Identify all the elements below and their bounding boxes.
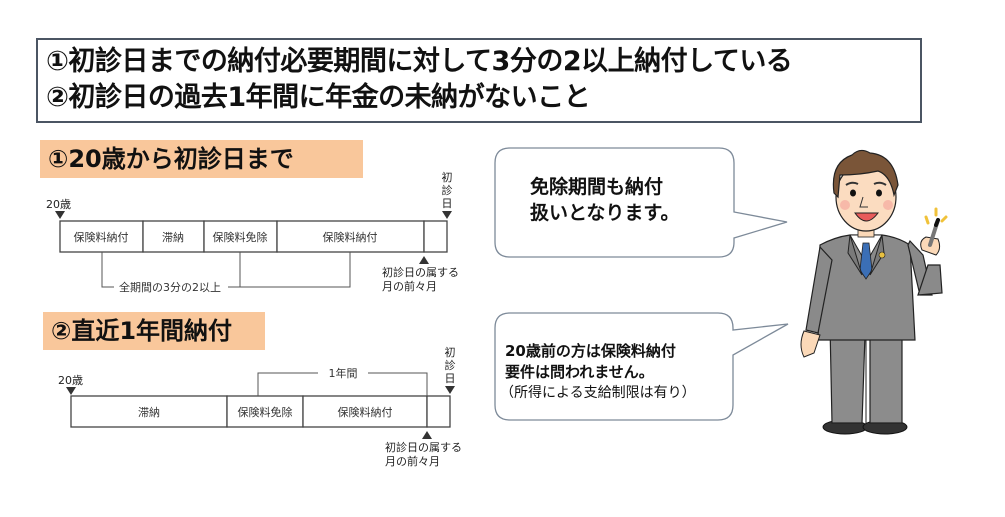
bracket-label: 1年間 (329, 366, 358, 380)
marker-label-line2: 月の前々月 (385, 454, 440, 468)
end-label-char-1: 初 (442, 170, 453, 184)
mouth (854, 212, 880, 222)
start-marker-icon (66, 387, 76, 395)
marker-label-line1: 初診日の属する (385, 440, 462, 454)
timeline-2: 20歳 初 診 日 滞納 保険料免除 保険料納付 1年間 初診日の属する 月の前… (58, 345, 462, 468)
tie (859, 242, 873, 280)
segment-exempt (226, 395, 304, 428)
segment-blank (426, 395, 451, 428)
segment-paid (276, 220, 425, 253)
end-label-char-3: 日 (445, 372, 456, 385)
requirement-2: ②初診日の過去1年間に年金の未納がないこと (46, 82, 591, 113)
start-age-label: 20歳 (46, 198, 71, 211)
bubble2-line1: 20歳前の方は保険料納付 (505, 342, 676, 360)
end-label-char-2: 診 (442, 183, 453, 197)
prior-month-marker-icon (422, 431, 432, 439)
sparkle-icon (924, 207, 948, 225)
end-marker-icon (442, 211, 452, 219)
prior-month-marker-icon (419, 256, 429, 264)
end-label-char-3: 日 (442, 197, 453, 210)
bracket-label: 全期間の3分の2以上 (119, 280, 221, 294)
hair (832, 149, 899, 199)
marker-label-line1: 初診日の属する (382, 265, 459, 279)
segment-label: 滞納 (138, 406, 160, 419)
hand (800, 330, 821, 358)
speech-bubble-1 (494, 147, 788, 258)
end-label-char-1: 初 (445, 345, 456, 359)
section2-header: ②直近1年間納付 (43, 312, 265, 350)
segment-label: 保険料免除 (238, 405, 293, 419)
timeline-1: 20歳 初 診 日 保険料納付 滞納 保険料免除 保険料納付 全期間の3分の2以… (46, 170, 459, 294)
section1-header: ①20歳から初診日まで (40, 140, 363, 178)
presenter-illustration (800, 149, 948, 435)
segment-label: 滞納 (162, 231, 184, 244)
bubble2-line3: （所得による支給制限は有り） (500, 385, 696, 401)
bubble2-line2: 要件は問われません。 (505, 363, 654, 381)
segment-label: 保険料納付 (74, 230, 129, 244)
requirements-box: ①初診日までの納付必要期間に対して3分の2以上納付している ②初診日の過去1年間… (36, 38, 922, 123)
bubble1-line2: 扱いとなります。 (530, 202, 680, 224)
end-marker-icon (445, 386, 455, 394)
segment-label: 保険料免除 (213, 230, 268, 244)
segment-blank (423, 220, 448, 253)
segment-label: 保険料納付 (323, 230, 378, 244)
bracket-lines (257, 372, 428, 396)
requirement-1: ①初診日までの納付必要期間に対して3分の2以上納付している (46, 46, 793, 77)
start-marker-icon (55, 211, 65, 219)
speech-bubble-2 (494, 312, 789, 421)
lapel-badge-icon (878, 251, 886, 259)
start-age-label: 20歳 (58, 374, 83, 387)
end-label-char-2: 診 (445, 358, 456, 372)
segment-exempt (203, 220, 278, 253)
segment-label: 保険料納付 (338, 405, 393, 419)
bracket-lines (101, 252, 351, 288)
bubble1-line1: 免除期間も納付 (530, 176, 664, 198)
segment-paid (302, 395, 428, 428)
marker-label-line2: 月の前々月 (382, 279, 437, 293)
